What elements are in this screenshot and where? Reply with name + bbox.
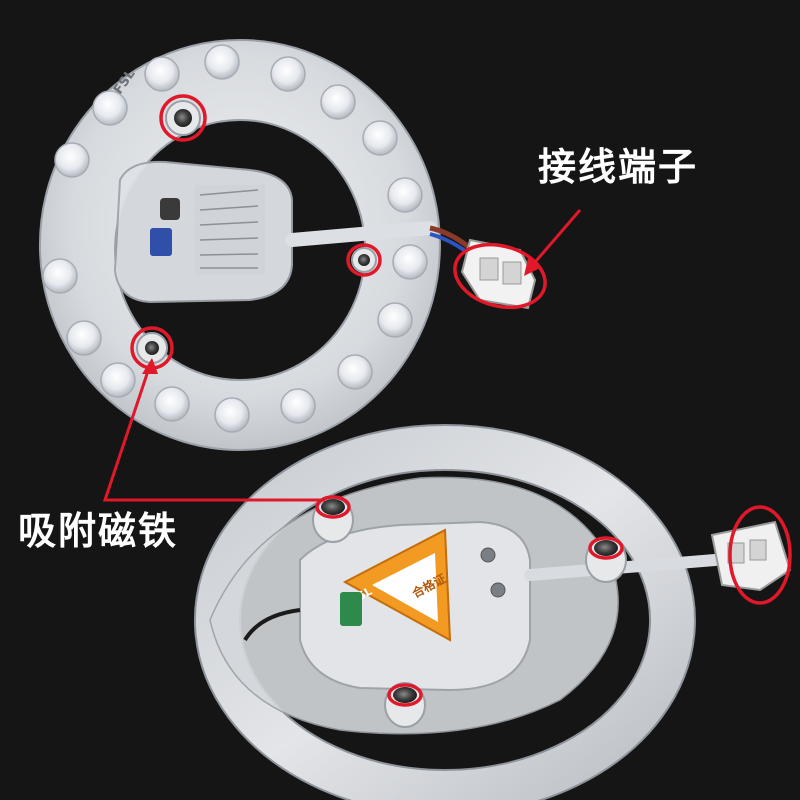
highlight-bottom-magnet-lower (387, 683, 423, 707)
top-magnet-upper (165, 100, 201, 136)
bottom-black-wire (243, 608, 301, 642)
magnet-callout-label: 吸附磁铁 (18, 509, 179, 553)
top-driver-text-block (195, 185, 265, 275)
highlight-top-magnet-right (346, 243, 382, 277)
led-beads (42, 44, 428, 433)
highlight-top-terminal (453, 242, 547, 310)
terminal-callout-label: 接线端子 (538, 145, 699, 189)
bottom-screw-upper (480, 547, 496, 563)
top-driver-text-lines (199, 189, 259, 269)
highlight-bottom-magnet-upper (315, 495, 351, 519)
top-cable-wires (429, 225, 472, 250)
top-magnet-right (351, 247, 377, 273)
top-cable-tube (285, 221, 437, 247)
arrow-to-magnet (102, 358, 325, 502)
bottom-pcb (340, 592, 362, 626)
certificate-label-inner (372, 553, 438, 622)
bottom-terminal-block (710, 520, 792, 592)
top-driver-chip (150, 228, 172, 256)
top-led-module: FSL (38, 39, 537, 451)
bottom-screw-lower (490, 582, 506, 598)
top-driver-inductor (160, 198, 180, 220)
bottom-magnet-upper (312, 497, 354, 543)
arrow-to-terminal (524, 209, 582, 276)
top-terminal-block (460, 238, 537, 310)
highlight-bottom-magnet-right (588, 536, 624, 560)
highlight-bottom-terminal (728, 505, 792, 605)
bottom-led-module: 合格证 FSL (193, 424, 792, 800)
highlight-top-magnet-upper (159, 94, 207, 142)
highlight-circles (130, 94, 792, 707)
